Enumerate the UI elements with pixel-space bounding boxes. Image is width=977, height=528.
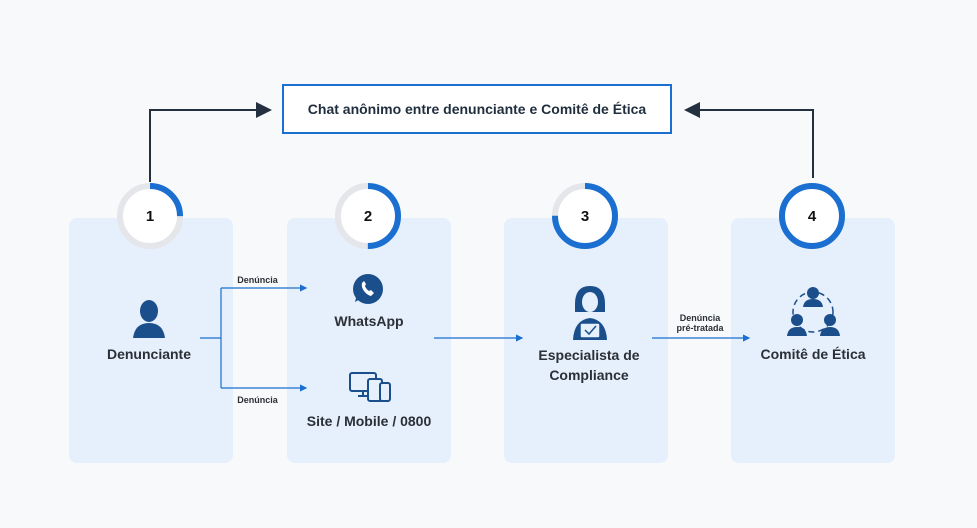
chat-box: Chat anônimo entre denunciante e Comitê … — [282, 84, 672, 134]
step-ring-1: 1 — [117, 183, 183, 249]
step-number: 3 — [581, 208, 589, 225]
step-ring-4: 4 — [779, 183, 845, 249]
whatsapp-icon — [353, 274, 383, 304]
step-ring-progress — [335, 183, 401, 249]
step-ring-progress — [552, 183, 618, 249]
devices-icon — [349, 372, 391, 402]
committee-icon — [787, 287, 840, 336]
whatsapp-label: WhatsApp — [334, 313, 404, 329]
connector-split — [200, 288, 222, 388]
card-channels — [287, 218, 451, 463]
card-denunciante — [69, 218, 233, 463]
step-number: 4 — [808, 208, 817, 225]
step-number: 1 — [146, 208, 154, 225]
step-ring-3: 3 — [552, 183, 618, 249]
specialist-icon — [573, 286, 607, 340]
comite-label: Comitê de Ética — [760, 346, 866, 362]
step-ring-progress — [117, 183, 183, 249]
compliance-label-line1: Especialista de — [538, 347, 640, 363]
compliance-label-line2: Compliance — [549, 367, 629, 383]
connector-step1-to-chat — [149, 102, 272, 182]
connector-step4-to-chat — [684, 102, 814, 178]
edge-label-pretreated-line2: pré-tratada — [676, 323, 724, 333]
site-mobile-label: Site / Mobile / 0800 — [306, 413, 432, 429]
denunciante-label: Denunciante — [106, 346, 191, 362]
step-ring-2: 2 — [335, 183, 401, 249]
edge-label-whatsapp: Denúncia — [237, 275, 278, 285]
step-number: 2 — [364, 208, 372, 225]
card-comite — [731, 218, 895, 463]
person-icon — [133, 300, 165, 338]
chat-box-text: Chat anônimo entre denunciante e Comitê … — [307, 101, 647, 117]
step-ring-progress — [779, 183, 845, 249]
edge-label-pretreated-line1: Denúncia — [679, 313, 721, 323]
edge-label-site: Denúncia — [237, 395, 278, 405]
card-compliance — [504, 218, 668, 463]
